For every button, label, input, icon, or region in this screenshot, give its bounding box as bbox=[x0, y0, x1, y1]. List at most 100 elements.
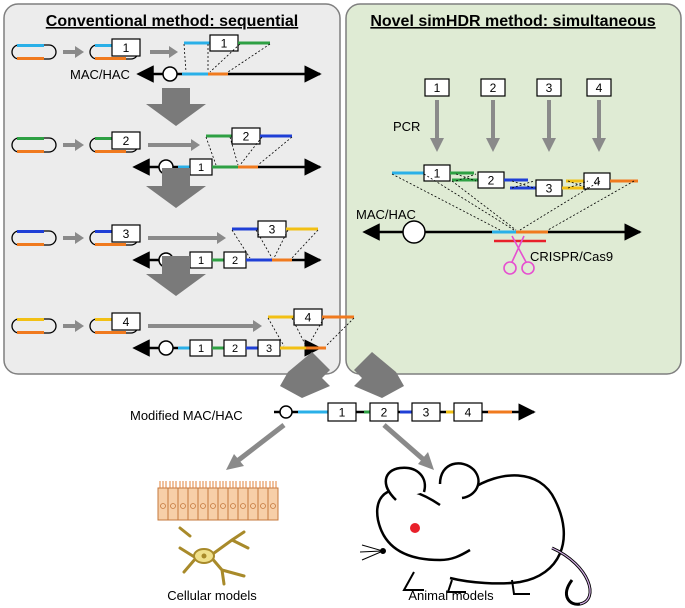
insert-box-3-label: 3 bbox=[123, 227, 130, 241]
donor-box-3-label: 3 bbox=[269, 222, 276, 236]
down-arrow-1 bbox=[146, 88, 206, 126]
centromere-right bbox=[402, 220, 426, 244]
mac-hac-chromosome bbox=[136, 65, 322, 83]
pcr-box-2-label: 2 bbox=[488, 173, 495, 187]
pcr-template-box-2-label: 2 bbox=[490, 81, 497, 95]
cellular-models-label: Cellular models bbox=[167, 588, 257, 603]
pcr-template-box-4 bbox=[586, 78, 612, 97]
insert-box-2-label: 2 bbox=[123, 134, 130, 148]
pcr-template-box-2 bbox=[480, 78, 506, 97]
modified-centromere bbox=[279, 405, 293, 419]
mac-hac-chromosome: 1 2 3 bbox=[132, 339, 326, 357]
cell bbox=[247, 487, 259, 521]
modified-box-1 bbox=[327, 402, 357, 422]
plasmid-empty bbox=[11, 44, 57, 60]
down-arrow-3 bbox=[146, 256, 206, 296]
mouse-icon bbox=[359, 462, 592, 606]
pcr-template-box-4-label: 4 bbox=[596, 81, 603, 95]
down-arrow-2 bbox=[146, 168, 206, 208]
pcr-template-box-1 bbox=[424, 78, 450, 97]
pcr-arrow-4 bbox=[592, 100, 606, 152]
pcr-product-3: 3 bbox=[510, 179, 584, 197]
long-arrow bbox=[148, 139, 200, 151]
modified-box-3 bbox=[411, 402, 441, 422]
integrated-box-2-label: 2 bbox=[232, 255, 238, 267]
long-arrow bbox=[148, 320, 262, 332]
small-arrow bbox=[63, 232, 84, 244]
pcr-arrow-3 bbox=[542, 100, 556, 152]
pcr-box-3-label: 3 bbox=[546, 181, 553, 195]
pcr-template-box-3 bbox=[536, 78, 562, 97]
integrated-box-1-label: 1 bbox=[198, 343, 204, 355]
cell bbox=[157, 487, 169, 521]
modified-box-4-label: 4 bbox=[465, 405, 472, 419]
step-arrows bbox=[146, 88, 206, 296]
insert-box-1-label: 1 bbox=[123, 41, 130, 55]
pcr-product-4: 4 bbox=[566, 172, 638, 190]
donor-box-1-label: 1 bbox=[221, 36, 228, 50]
right-converge-arrow bbox=[354, 352, 404, 398]
plasmid-empty bbox=[11, 230, 57, 246]
modified-mac-hac: 1 2 3 4 bbox=[274, 402, 536, 422]
pcr-box-4-label: 4 bbox=[594, 174, 601, 188]
insert-box-4 bbox=[111, 312, 141, 331]
pcr-template-box-3-label: 3 bbox=[546, 81, 553, 95]
cell-layer-illustration bbox=[157, 481, 279, 521]
modified-box-1-label: 1 bbox=[339, 405, 346, 419]
step-4: 4 4 1 2 3 bbox=[11, 308, 355, 357]
insert-box-2 bbox=[111, 131, 141, 150]
pcr-label: PCR bbox=[393, 119, 420, 134]
donor-box-4-label: 4 bbox=[305, 310, 312, 324]
cell bbox=[267, 487, 279, 521]
pcr-product-2: 2 bbox=[452, 171, 528, 189]
left-converge-arrow bbox=[280, 352, 330, 398]
cell bbox=[217, 487, 229, 521]
pcr-template-box-1-label: 1 bbox=[434, 81, 441, 95]
plasmid-empty bbox=[11, 137, 57, 153]
cell bbox=[237, 487, 249, 521]
model-arrows bbox=[226, 423, 434, 470]
animal-models-label: Animal models bbox=[408, 588, 494, 603]
crispr-label: CRISPR/Cas9 bbox=[530, 249, 613, 264]
modified-box-2-label: 2 bbox=[381, 405, 388, 419]
cell bbox=[187, 487, 199, 521]
converge-arrows bbox=[280, 352, 404, 398]
simhdr-title: Novel simHDR method: simultaneous bbox=[370, 13, 655, 30]
cell bbox=[207, 487, 219, 521]
small-arrow bbox=[63, 320, 84, 332]
integrated-box-3-label: 3 bbox=[266, 343, 272, 355]
long-arrow bbox=[148, 232, 226, 244]
modified-box-3-label: 3 bbox=[423, 405, 430, 419]
cell bbox=[167, 487, 179, 521]
long-arrow bbox=[150, 46, 178, 58]
mac-hac-chromosome: 1 bbox=[132, 158, 322, 176]
cell bbox=[177, 487, 189, 521]
mac-hac-label-right: MAC/HAC bbox=[356, 207, 416, 222]
cell bbox=[197, 487, 209, 521]
neuron-icon bbox=[178, 526, 250, 586]
integrated-box-1-label: 1 bbox=[198, 255, 204, 267]
cell bbox=[227, 487, 239, 521]
modified-label: Modified MAC/HAC bbox=[130, 408, 243, 423]
insert-box-1 bbox=[111, 38, 141, 57]
pcr-arrow-2 bbox=[486, 100, 500, 152]
centromere bbox=[162, 66, 178, 82]
insert-box-4-label: 4 bbox=[123, 315, 130, 329]
cell bbox=[257, 487, 269, 521]
conventional-title: Conventional method: sequential bbox=[46, 13, 298, 30]
integrated-box-2-label: 2 bbox=[232, 343, 238, 355]
pcr-arrow-1 bbox=[430, 100, 444, 152]
small-arrow bbox=[63, 46, 84, 58]
modified-box-4 bbox=[453, 402, 483, 422]
insert-box-3 bbox=[111, 224, 141, 243]
centromere bbox=[158, 340, 174, 356]
scissors-icon bbox=[503, 235, 535, 275]
donor-box-2-label: 2 bbox=[243, 129, 250, 143]
